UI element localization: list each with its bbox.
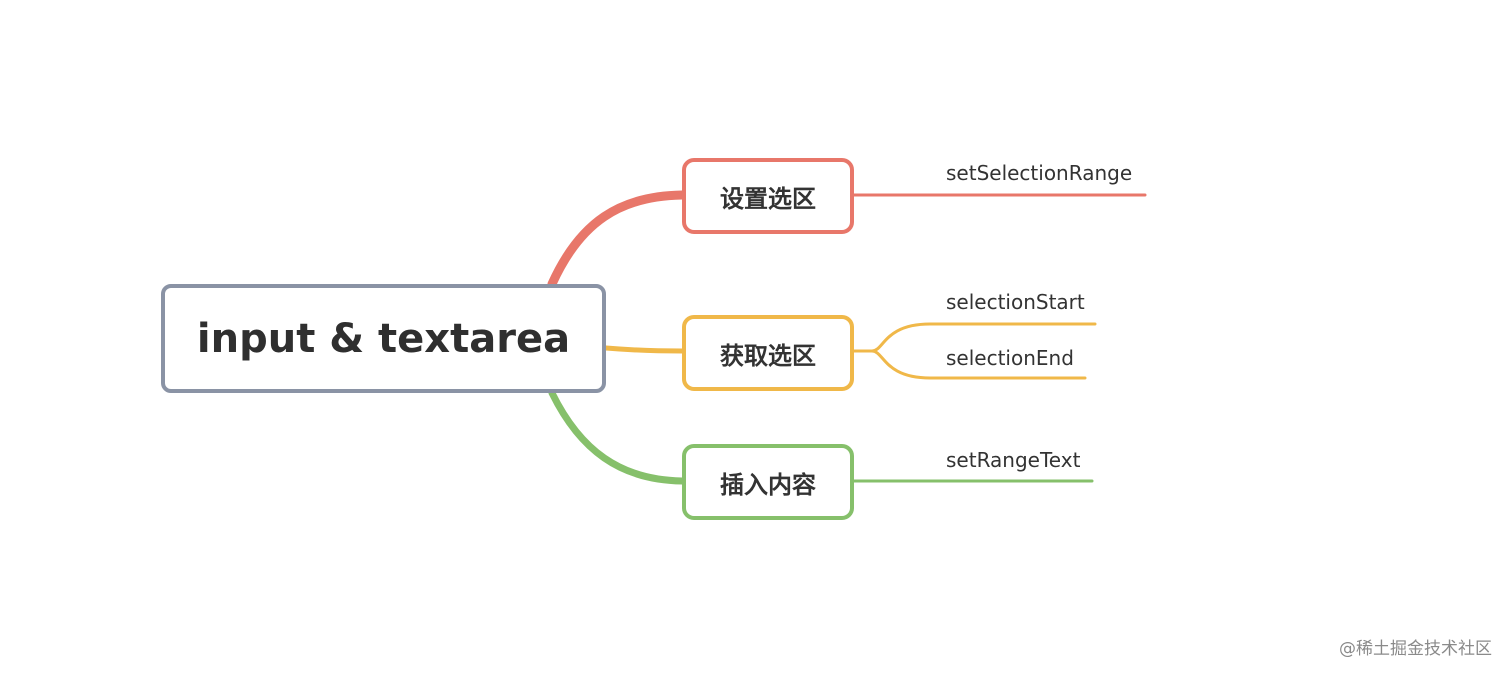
connector-root-to-insert-content: [548, 389, 686, 485]
watermark-text: @稀土掘金技术社区: [1339, 639, 1492, 659]
branch-node-set-selection[interactable]: 设置选区: [682, 158, 854, 234]
root-topic-label: input & textarea: [196, 315, 571, 362]
leaf-selectionstart[interactable]: selectionStart: [946, 290, 1085, 314]
connector-root-to-set-selection: [547, 190, 687, 289]
connector-root-to-get-selection: [603, 345, 685, 354]
leaf-setrangetext[interactable]: setRangeText: [946, 448, 1081, 472]
branch-node-insert-content[interactable]: 插入内容: [682, 444, 854, 520]
branch-node-get-selection[interactable]: 获取选区: [682, 315, 854, 391]
root-topic-node[interactable]: input & textarea: [161, 284, 606, 393]
leaf-setselectionrange[interactable]: setSelectionRange: [946, 161, 1133, 185]
branch-label-get-selection: 获取选区: [720, 341, 816, 370]
branch-label-insert-content: 插入内容: [720, 470, 816, 499]
branch-label-set-selection: 设置选区: [720, 184, 816, 213]
leaf-selectionend[interactable]: selectionEnd: [946, 346, 1074, 370]
connector-to-selectionend: [870, 349, 1087, 380]
